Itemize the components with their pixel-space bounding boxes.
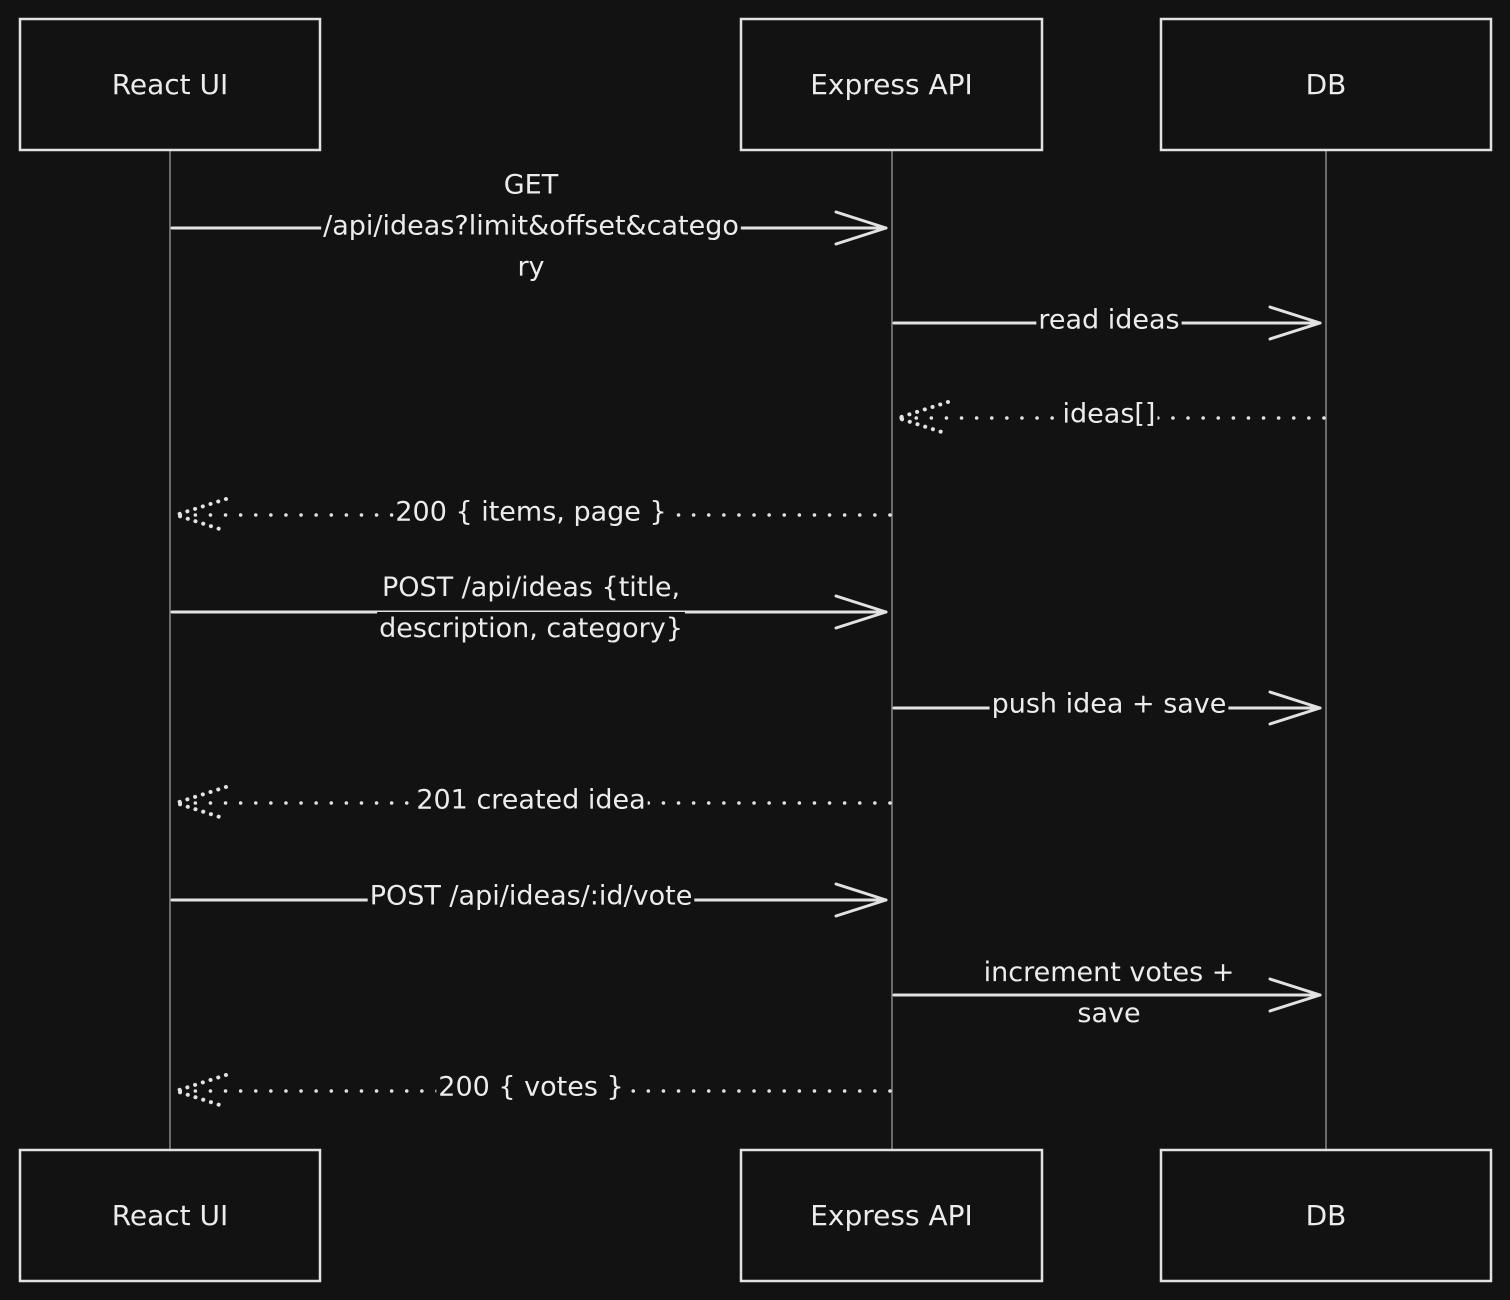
participant-boxes: React UI Express API DB React UI Express API… xyxy=(18,17,1493,1283)
label-background xyxy=(321,209,741,243)
message-label: read ideas xyxy=(1038,305,1179,336)
message-label: push idea + save xyxy=(992,689,1227,720)
message-label: ideas[] xyxy=(1063,399,1156,430)
arrowhead xyxy=(834,594,888,630)
label-background xyxy=(414,783,648,817)
arrowhead xyxy=(891,400,950,436)
message-label: 201 created idea xyxy=(416,785,645,816)
message-10: 200 { votes } xyxy=(169,1070,892,1109)
message-label-bg xyxy=(1060,397,1158,431)
message-label: increment votes + xyxy=(984,957,1235,988)
arrowhead xyxy=(169,497,228,533)
message-1: GET/api/ideas?limit&offset&catego ry xyxy=(170,168,888,284)
message-label-bg xyxy=(321,168,741,284)
message-label: POST /api/ideas/:id/vote xyxy=(370,881,693,912)
label-background xyxy=(1075,997,1143,1030)
message-label: ry xyxy=(517,252,544,283)
participant-label: DB xyxy=(1306,68,1347,101)
message-label: description, category} xyxy=(379,613,683,644)
message-7: 201 created idea xyxy=(169,783,892,821)
message-label: GET xyxy=(504,170,559,201)
participant-box xyxy=(739,1148,1044,1283)
label-background xyxy=(367,879,695,913)
arrowhead xyxy=(169,785,228,821)
participant-express-top: Express API xyxy=(739,17,1044,152)
message-label-bg xyxy=(393,495,669,529)
message-label: 200 { items, page } xyxy=(395,497,666,528)
label-background xyxy=(1036,303,1182,337)
messages: GET/api/ideas?limit&offset&catego ry read … xyxy=(169,168,1326,1109)
message-label-bg xyxy=(981,956,1237,1030)
participant-box xyxy=(739,17,1044,152)
lifelines xyxy=(169,150,1327,1150)
message-5: POST /api/ideas {title, description, cate… xyxy=(170,571,888,645)
message-label: 200 { votes } xyxy=(438,1072,623,1103)
label-background xyxy=(379,571,683,604)
message-label-bg xyxy=(414,783,648,817)
message-4: 200 { items, page } xyxy=(169,495,892,533)
arrowhead xyxy=(1268,977,1322,1013)
participant-box xyxy=(1159,1148,1493,1283)
message-3: ideas[] xyxy=(891,397,1326,436)
message-9: increment votes + save xyxy=(892,956,1322,1030)
participant-react-bottom: React UI xyxy=(18,1148,322,1283)
message-label: save xyxy=(1077,998,1140,1029)
participant-box xyxy=(18,17,322,152)
label-background xyxy=(1060,397,1158,431)
arrowhead xyxy=(1268,305,1322,341)
label-background xyxy=(501,168,561,202)
participant-label: Express API xyxy=(810,1199,973,1232)
label-background xyxy=(989,687,1229,721)
label-background xyxy=(393,495,669,529)
participant-db-top: DB xyxy=(1159,17,1493,152)
arrowhead xyxy=(834,210,888,246)
message-label-bg xyxy=(367,879,695,913)
participant-react-top: React UI xyxy=(18,17,322,152)
participant-box xyxy=(18,1148,322,1283)
participant-label: Express API xyxy=(810,68,973,101)
message-label-bg xyxy=(1036,303,1182,337)
participant-express-bottom: Express API xyxy=(739,1148,1044,1283)
label-background xyxy=(515,250,547,284)
label-background xyxy=(377,612,685,645)
message-8: POST /api/ideas/:id/vote xyxy=(170,879,888,918)
message-2: read ideas xyxy=(892,303,1322,341)
message-label-bg xyxy=(377,571,685,645)
participant-box xyxy=(1159,17,1493,152)
participant-db-bottom: DB xyxy=(1159,1148,1493,1283)
message-label: POST /api/ideas {title, xyxy=(382,572,680,603)
label-background xyxy=(981,956,1237,989)
message-6: push idea + save xyxy=(892,687,1322,726)
participant-label: React UI xyxy=(112,68,229,101)
label-background xyxy=(436,1070,626,1104)
message-label-bg xyxy=(436,1070,626,1104)
arrowhead xyxy=(834,882,888,918)
participant-label: React UI xyxy=(112,1199,229,1232)
arrowhead xyxy=(1268,690,1322,726)
message-label: /api/ideas?limit&offset&catego xyxy=(323,211,739,242)
participant-label: DB xyxy=(1306,1199,1347,1232)
message-label-bg xyxy=(989,687,1229,721)
arrowhead xyxy=(169,1073,228,1109)
